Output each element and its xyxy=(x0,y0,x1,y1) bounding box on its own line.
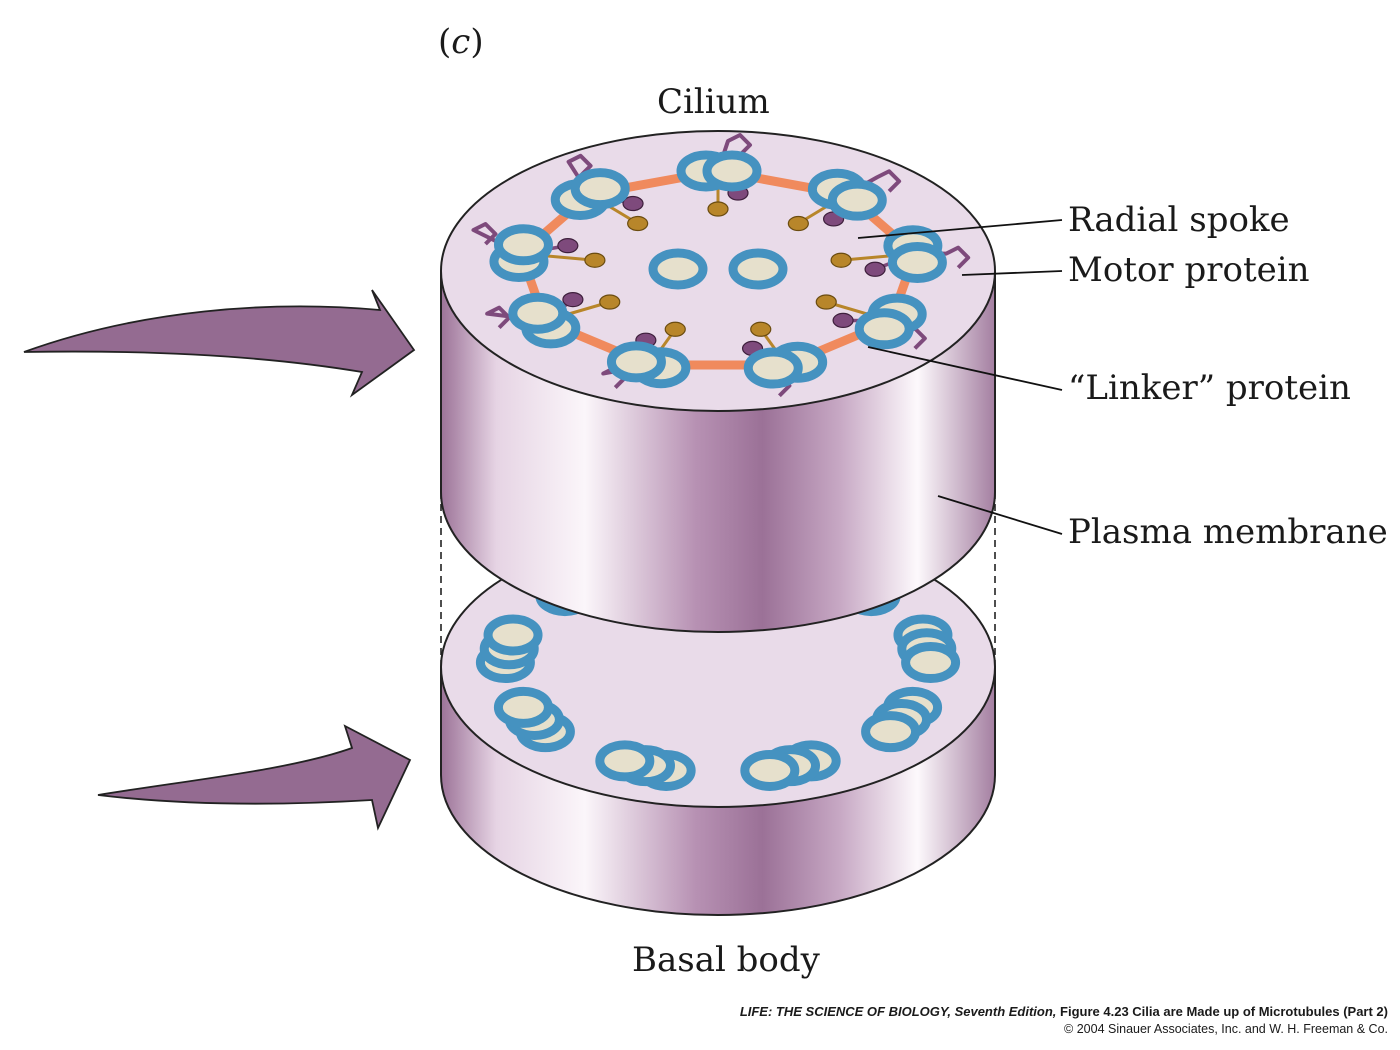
doublet-microtubule-b xyxy=(508,292,568,334)
motor-protein-outer-arm xyxy=(471,221,522,256)
radial-spoke-head xyxy=(787,215,809,232)
motor-protein-outer-arm xyxy=(716,133,752,172)
panel-label: (c) xyxy=(438,22,484,62)
triplet-microtubule xyxy=(861,711,921,753)
radial-spoke-label: Radial spoke xyxy=(1068,200,1290,240)
motor-protein-head xyxy=(562,292,584,308)
copyright-line: © 2004 Sinauer Associates, Inc. and W. H… xyxy=(1064,1022,1388,1036)
radial-spoke-head xyxy=(664,321,686,337)
figure-caption: Figure 4.23 Cilia are Made up of Microtu… xyxy=(1056,1004,1388,1019)
figure-credit: LIFE: THE SCIENCE OF BIOLOGY, Seventh Ed… xyxy=(740,1004,1388,1019)
doublet-microtubule-b xyxy=(702,150,762,192)
triplet-microtubule xyxy=(901,642,961,684)
plasma-membrane-label: Plasma membrane xyxy=(1068,512,1388,552)
cilium-label: Cilium xyxy=(657,82,770,122)
doublet-microtubule-b xyxy=(854,308,914,350)
cilium-cylinder xyxy=(440,130,996,633)
radial-spoke-head xyxy=(815,294,837,310)
doublet-microtubule-b xyxy=(493,224,553,266)
lower-arrow xyxy=(97,724,412,831)
motor-protein-outer-arm xyxy=(566,153,593,196)
doublet-microtubule-b xyxy=(827,179,887,221)
triplet-microtubule xyxy=(740,749,800,791)
upper-arrow xyxy=(23,289,416,398)
dashed-connector-lines xyxy=(440,492,996,672)
radial-spoke-head xyxy=(584,252,606,268)
motor-protein-label: Motor protein xyxy=(1068,250,1310,290)
motor-protein-head xyxy=(832,312,854,328)
linker-protein-leader xyxy=(867,346,1063,391)
triplet-microtubule xyxy=(493,686,553,728)
linker-protein-label: “Linker” protein xyxy=(1068,368,1351,408)
triplet-microtubule xyxy=(595,740,655,782)
motor-protein-head xyxy=(557,238,579,254)
radial-spoke-head xyxy=(627,215,649,232)
book-title: LIFE: THE SCIENCE OF BIOLOGY, Seventh Ed… xyxy=(739,1004,1057,1019)
radial-spoke-head xyxy=(830,252,852,268)
doublet-microtubule-b xyxy=(887,241,947,283)
doublet-microtubule-b xyxy=(743,347,803,389)
motor-protein-head xyxy=(864,261,886,277)
radial-spoke-leader xyxy=(857,219,1063,239)
radial-spoke-head xyxy=(599,294,621,310)
radial-spoke-head xyxy=(750,321,772,337)
motor-protein-outer-arm xyxy=(485,305,546,330)
doublet-microtubule-b xyxy=(606,341,666,383)
central-pair-microtubules xyxy=(648,248,788,290)
radial-spoke-head xyxy=(707,201,729,217)
callout-leader-lines xyxy=(857,219,1063,535)
motor-protein-leader xyxy=(961,270,1063,276)
basal-body-label: Basal body xyxy=(632,940,820,980)
plasma-membrane-leader xyxy=(937,495,1063,535)
doublet-microtubules xyxy=(489,150,947,389)
doublet-microtubule-b xyxy=(570,168,630,210)
triplet-microtubule xyxy=(483,614,543,656)
motor-protein-head xyxy=(622,195,644,212)
